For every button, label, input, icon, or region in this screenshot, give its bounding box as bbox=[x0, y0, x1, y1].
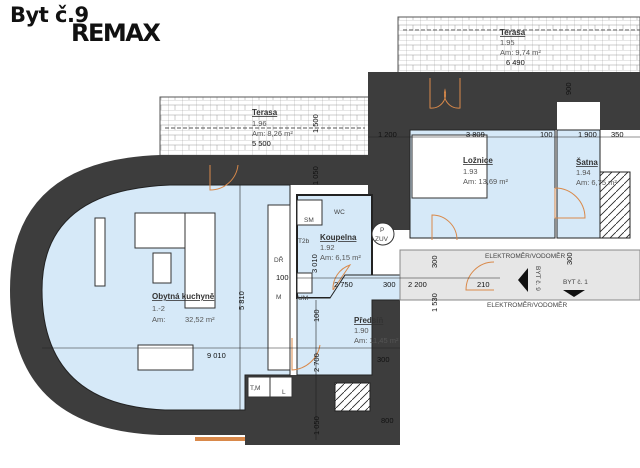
label-um: UM bbox=[298, 295, 308, 302]
dimension: 1 200 bbox=[378, 130, 397, 139]
apartment-title: Byt č.9 bbox=[10, 3, 89, 27]
dimension: 1 050 bbox=[311, 166, 320, 185]
label-t2b: T2b bbox=[298, 238, 310, 245]
dining-table bbox=[137, 344, 194, 371]
label-meter: ELEKTROMĚR/VODOMĚR bbox=[487, 300, 567, 309]
room-name: Šatna bbox=[576, 158, 598, 167]
dimension: 5 810 bbox=[237, 291, 246, 310]
kitchen-counter bbox=[267, 204, 291, 371]
dimension: 9 010 bbox=[207, 351, 226, 360]
bed bbox=[411, 134, 488, 199]
dimension: 1 500 bbox=[311, 114, 320, 133]
dimension: 300 bbox=[383, 280, 396, 289]
door-terrace-left[interactable] bbox=[209, 164, 239, 191]
wall-right-bottom bbox=[372, 300, 400, 375]
door-bathroom[interactable] bbox=[332, 264, 352, 291]
label-l: L bbox=[282, 389, 286, 396]
room-area: Am: 8,26 m² bbox=[252, 129, 293, 138]
dimension: 300 bbox=[377, 355, 390, 364]
brand-logo: REMAX bbox=[71, 19, 161, 47]
dimension: 100 bbox=[312, 309, 321, 322]
label-p: P bbox=[380, 227, 384, 234]
dimension: 300 bbox=[565, 252, 574, 265]
sofa-arm bbox=[184, 212, 216, 309]
room-name: Terasa bbox=[500, 28, 526, 37]
room-area: Am: 6,15 m² bbox=[320, 253, 361, 262]
terrace-upper bbox=[397, 16, 640, 76]
room-area-label: Am: bbox=[152, 315, 165, 324]
label-m: M bbox=[276, 294, 281, 301]
room-wardrobe bbox=[556, 129, 601, 239]
washbasin bbox=[296, 272, 313, 294]
room-number: 1.93 bbox=[463, 167, 478, 176]
dimension: 100 bbox=[540, 130, 553, 139]
door-living[interactable] bbox=[291, 338, 321, 371]
dimension: 2 700 bbox=[312, 353, 321, 372]
dimension: 3 809 bbox=[466, 130, 485, 139]
coffee-table bbox=[152, 252, 172, 284]
room-name: Předsíň bbox=[354, 316, 383, 325]
room-number: 1.92 bbox=[320, 243, 335, 252]
cabinet-l bbox=[269, 376, 293, 398]
dimension: 6 490 bbox=[506, 58, 525, 67]
label-sm: SM bbox=[304, 217, 314, 224]
label-tm: T,M bbox=[250, 385, 260, 392]
wall-top-living bbox=[160, 155, 410, 185]
corridor bbox=[399, 249, 640, 301]
room-area: Am: 9,74 m² bbox=[500, 48, 541, 57]
dimension: 350 bbox=[611, 130, 624, 139]
label-byt1: BYT č. 1 bbox=[563, 279, 588, 286]
dimension: 2 750 bbox=[334, 280, 353, 289]
room-name: Obytná kuchyně bbox=[152, 292, 215, 301]
dimension: 1 050 bbox=[312, 416, 321, 435]
room-name: Terasa bbox=[252, 108, 278, 117]
room-name: Ložnice bbox=[463, 156, 493, 165]
label-wc: WC bbox=[334, 209, 345, 216]
dimension: 2 200 bbox=[408, 280, 427, 289]
door-bedroom[interactable] bbox=[431, 214, 458, 241]
room-area: 32,52 m² bbox=[185, 315, 215, 324]
door-terrace-upper[interactable] bbox=[429, 78, 461, 109]
dimension: 1 530 bbox=[430, 293, 439, 312]
wardrobe-shelves bbox=[599, 171, 631, 239]
stairs bbox=[334, 382, 371, 412]
dimension: 900 bbox=[564, 82, 573, 95]
dimension: 1 900 bbox=[578, 130, 597, 139]
boiler bbox=[371, 222, 395, 246]
arrow-left-icon bbox=[518, 268, 528, 292]
dimension: 3 010 bbox=[310, 254, 319, 273]
dimension: 300 bbox=[430, 255, 439, 268]
room-number: 1.95 bbox=[500, 38, 515, 47]
tv-unit bbox=[94, 217, 106, 287]
room-name: Koupelna bbox=[320, 233, 357, 242]
label-meter: ELEKTROMĚR/VODOMĚR bbox=[485, 251, 565, 260]
dimension: 5 500 bbox=[252, 139, 271, 148]
dimension: 210 bbox=[477, 280, 490, 289]
dimension: 100 bbox=[276, 273, 289, 282]
room-area: Am: 11,45 m² bbox=[354, 336, 399, 345]
shower bbox=[296, 199, 323, 226]
window-bottom bbox=[195, 437, 245, 441]
label-byt9: BYT č. 9 bbox=[534, 266, 541, 291]
wall-upper-block bbox=[368, 72, 640, 230]
room-number: 1.96 bbox=[252, 119, 267, 128]
door-entrance[interactable] bbox=[465, 261, 495, 291]
label-dr: DŘ bbox=[274, 255, 284, 264]
room-area: Am: 13,69 m² bbox=[463, 177, 509, 186]
room-number: 1.-2 bbox=[152, 304, 165, 313]
label-zuv: ZUV bbox=[375, 236, 389, 243]
room-number: 1.90 bbox=[354, 326, 369, 335]
door-wardrobe[interactable] bbox=[554, 187, 586, 219]
dimension: 800 bbox=[381, 416, 394, 425]
room-area: Am: 6,75 m² bbox=[576, 178, 617, 187]
room-number: 1.94 bbox=[576, 168, 591, 177]
arrow-down-icon bbox=[563, 290, 585, 297]
